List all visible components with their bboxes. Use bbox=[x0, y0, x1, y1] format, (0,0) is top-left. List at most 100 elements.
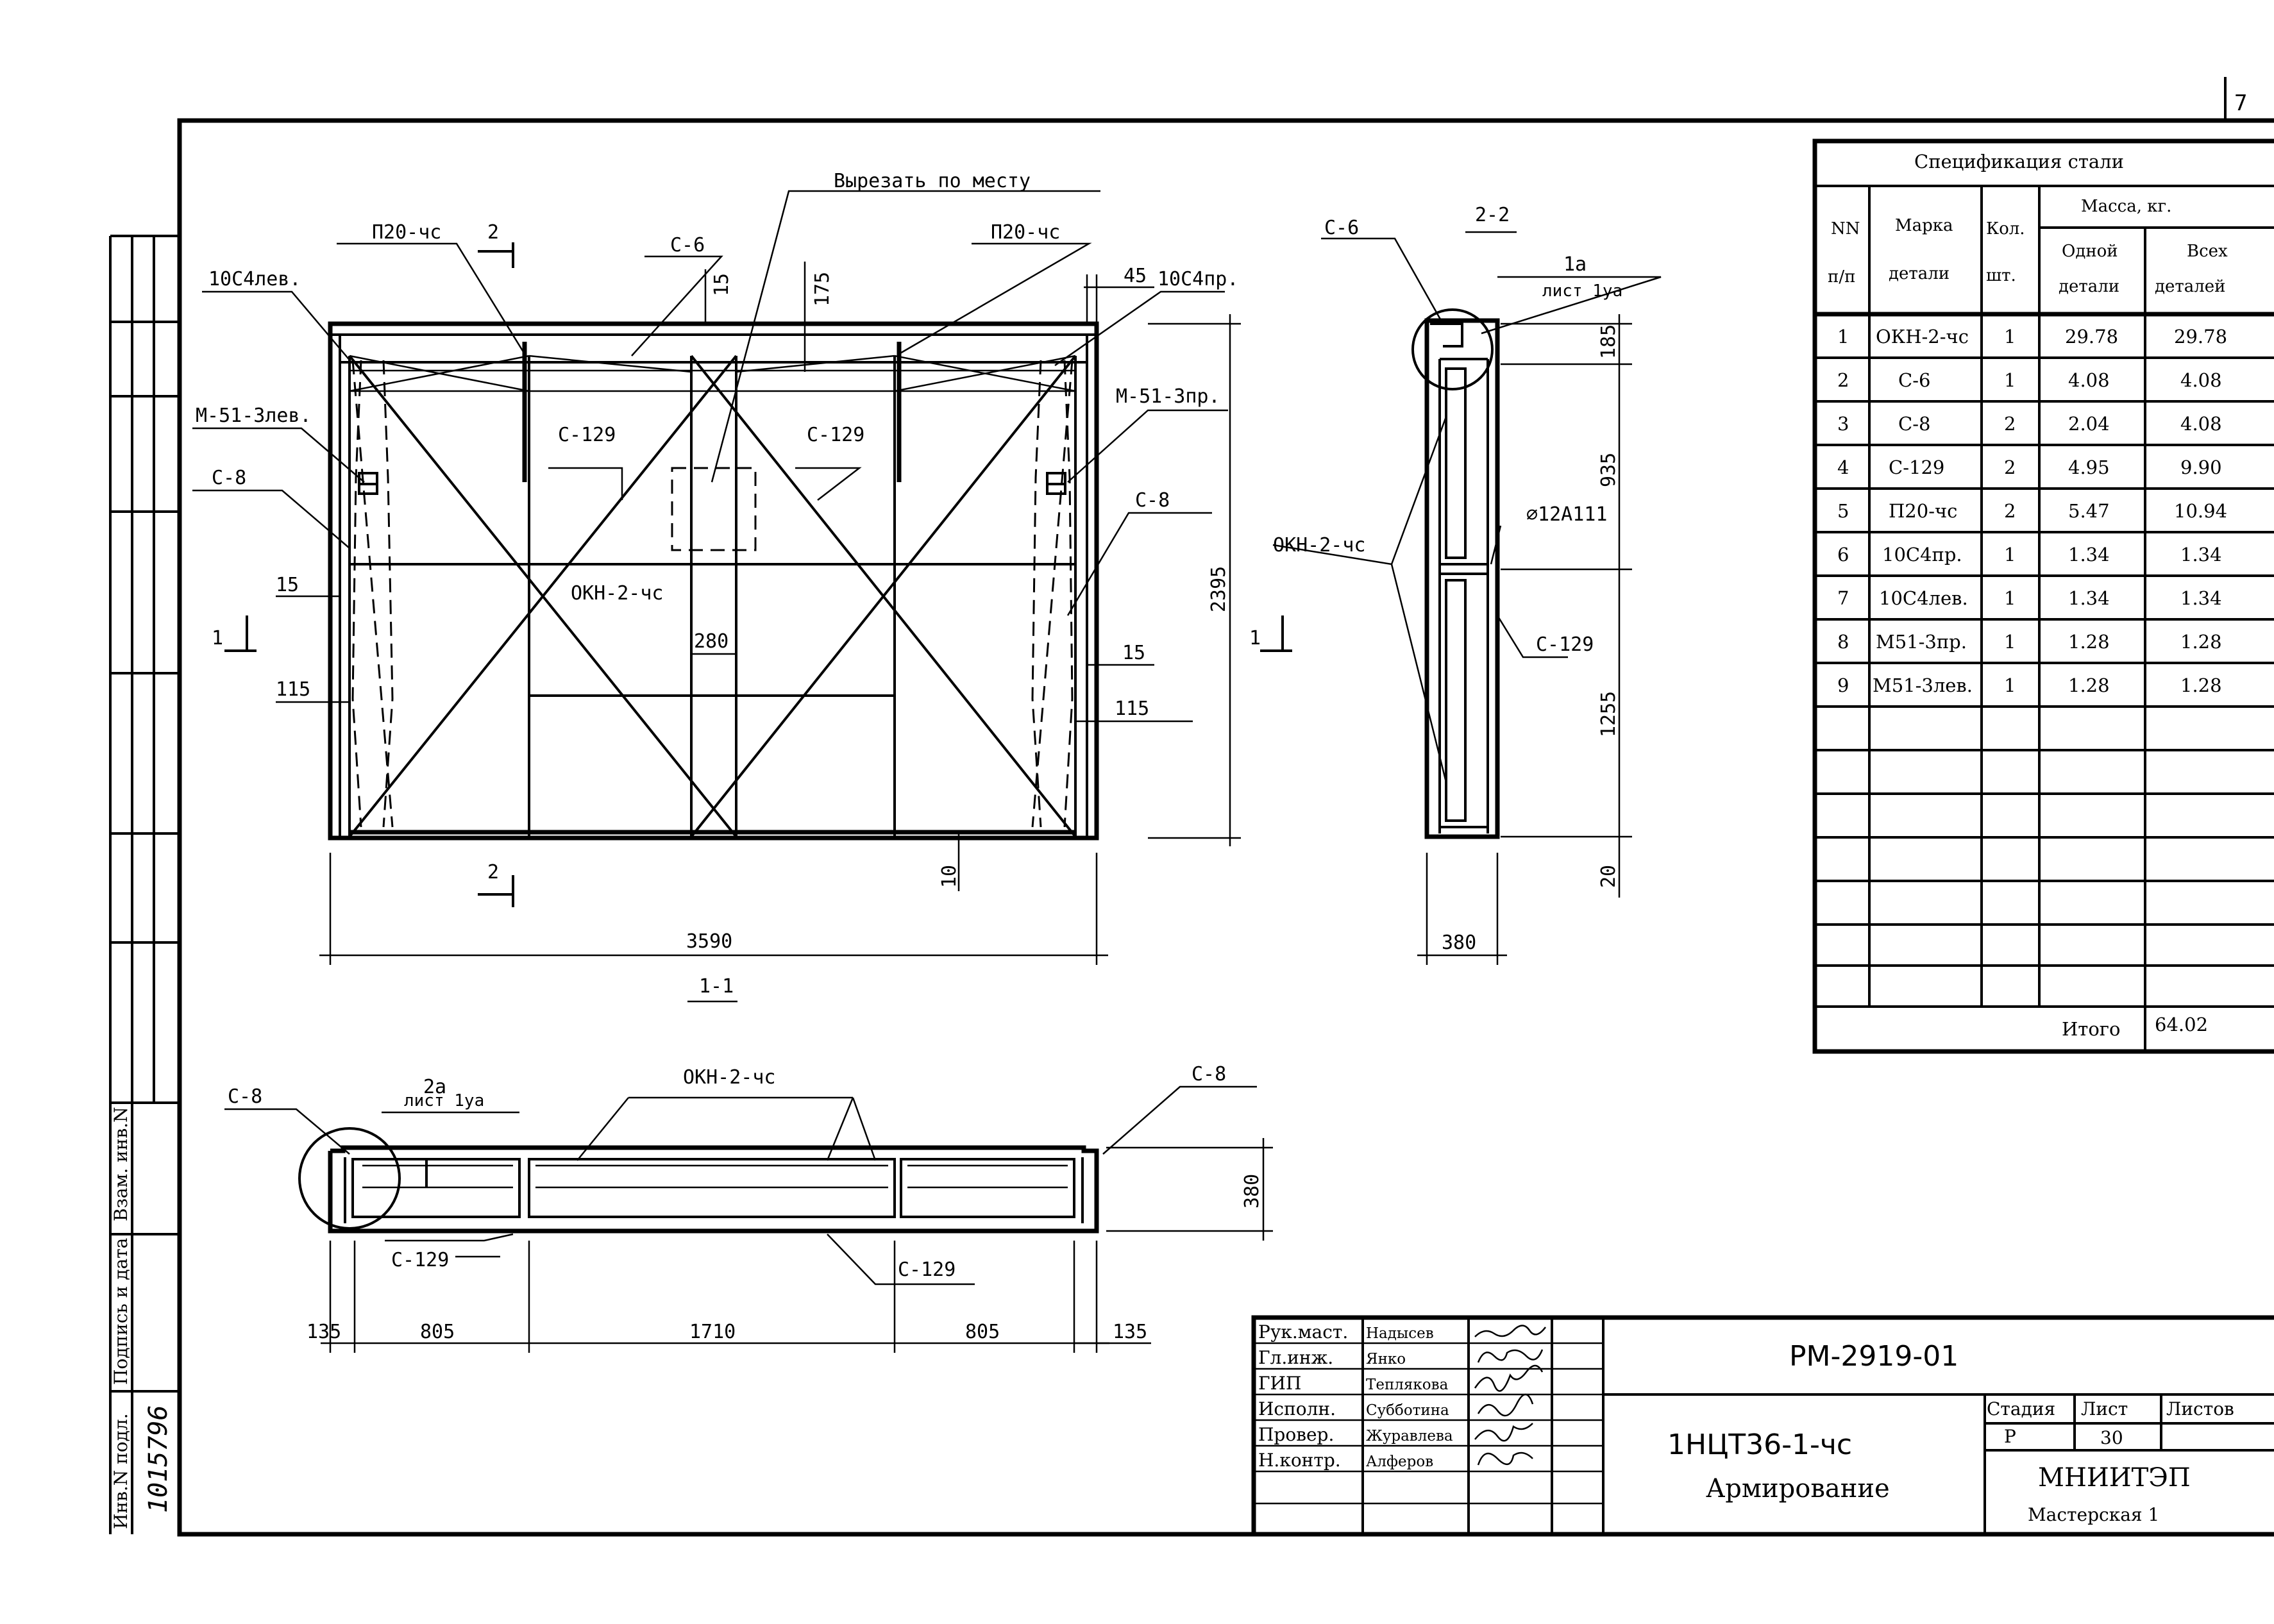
spec-cell: 1.28 bbox=[2068, 631, 2110, 653]
tb-stage: Р bbox=[2004, 1426, 2016, 1447]
spec-cell: 4.95 bbox=[2068, 456, 2110, 478]
spec-h-qty1: Кол. bbox=[1986, 219, 2025, 239]
s22-node-label: 1а bbox=[1563, 253, 1587, 276]
s11-dim-805-right: 805 bbox=[965, 1321, 1000, 1343]
label-cut-note: Вырезать по месту bbox=[834, 170, 1031, 192]
spec-h-one2: детали bbox=[2059, 277, 2119, 296]
s11-node-sheet: лист 1уа bbox=[404, 1091, 484, 1110]
label-10c4-right: 10С4пр. bbox=[1158, 268, 1238, 290]
tb-role-4: Провер. bbox=[1258, 1424, 1334, 1445]
spec-cell: 1 bbox=[2004, 631, 2016, 653]
dim-15-right: 15 bbox=[1122, 642, 1145, 664]
label-m51-right: М-51-3пр. bbox=[1116, 385, 1220, 408]
spec-h-one1: Одной bbox=[2062, 242, 2118, 261]
spec-row: 3 С-8 2 2.04 4.08 bbox=[1837, 413, 2222, 435]
spec-cell: 10С4лев. bbox=[1879, 587, 1968, 609]
stamp-vzam-label: Взам. инв.N bbox=[110, 1107, 131, 1221]
spec-cell: 1 bbox=[2004, 587, 2016, 609]
spec-cell: 6 bbox=[1837, 544, 1849, 565]
steel-spec-table: Спецификация стали NN п/п Марка детали К… bbox=[1812, 138, 2274, 1054]
spec-h-all2: деталей bbox=[2155, 277, 2226, 296]
stamp-inv-number: 1015796 bbox=[144, 1405, 173, 1513]
spec-row: 6 10С4пр. 1 1.34 1.34 bbox=[1837, 544, 2222, 565]
spec-title: Спецификация стали bbox=[1914, 151, 2124, 172]
spec-cell: 1 bbox=[2004, 326, 2016, 347]
s22-dim-185: 185 bbox=[1597, 324, 1620, 359]
elevation-dimensions: 15 175 45 15 115 15 115 280 10 2395 bbox=[276, 262, 1241, 965]
dim-15-top: 15 bbox=[711, 273, 733, 296]
elevation-leaders bbox=[192, 190, 1228, 616]
tb-name-3: Субботина bbox=[1366, 1402, 1449, 1419]
tb-product: 1НЦТ36-1-чс bbox=[1667, 1428, 1852, 1461]
spec-cell: 1.34 bbox=[2180, 544, 2222, 565]
tb-role-0: Рук.маст. bbox=[1258, 1321, 1348, 1343]
spec-cell: 2 bbox=[2004, 456, 2016, 478]
dim-15-left: 15 bbox=[276, 574, 299, 596]
spec-cell: 2.04 bbox=[2068, 413, 2110, 435]
spec-cell: С-129 bbox=[1889, 456, 1944, 478]
spec-cell: 1.28 bbox=[2068, 674, 2110, 696]
s22-dim-20: 20 bbox=[1597, 865, 1620, 888]
label-s129-left: С-129 bbox=[558, 424, 616, 446]
stamp-inv-label: Инв.N подл. bbox=[110, 1413, 131, 1529]
spec-cell: 1.28 bbox=[2180, 674, 2222, 696]
spec-cell: 4.08 bbox=[2180, 369, 2222, 391]
s22-rebar: ⌀12А111 bbox=[1526, 503, 1607, 526]
spec-cell: 4.08 bbox=[2180, 413, 2222, 435]
side-stamp: Взам. инв.N Подпись и дата Инв.N подл. 1… bbox=[109, 235, 180, 1534]
tb-role-2: ГИП bbox=[1258, 1373, 1301, 1394]
spec-h-mark2: детали bbox=[1889, 264, 1950, 283]
dim-45: 45 bbox=[1124, 265, 1147, 287]
dim-115-right: 115 bbox=[1115, 698, 1149, 720]
section-1-1: 1-1 С-8 С-8 2а лист 1уа ОКН-2-чс С-129 bbox=[224, 975, 1273, 1353]
s11-dim-805-left: 805 bbox=[420, 1321, 455, 1343]
spec-cell: 2 bbox=[2004, 413, 2016, 435]
label-okn: ОКН-2-чс bbox=[571, 582, 664, 605]
spec-cell: 29.78 bbox=[2174, 326, 2227, 347]
label-s8-right: С-8 bbox=[1135, 489, 1170, 512]
dim-10: 10 bbox=[938, 865, 961, 888]
spec-cell: 1 bbox=[1837, 326, 1849, 347]
spec-row-lines bbox=[1815, 356, 2274, 967]
signatures bbox=[1474, 1325, 1546, 1466]
drawing-frame: 7 bbox=[177, 77, 2274, 1537]
spec-cell: 10.94 bbox=[2174, 500, 2227, 522]
cut-mark-2-top: 2 bbox=[487, 221, 499, 244]
dim-280: 280 bbox=[694, 630, 729, 653]
tb-product-desc: Армирование bbox=[1706, 1474, 1890, 1503]
spec-cell: 1.34 bbox=[2068, 544, 2110, 565]
label-p20-left: П20-чс bbox=[372, 221, 441, 244]
spec-h-nn2: п/п bbox=[1828, 267, 1855, 287]
spec-h-mark1: Марка bbox=[1895, 216, 1953, 235]
section-2-2-title: 2-2 bbox=[1475, 204, 1510, 226]
s22-s129: С-129 bbox=[1536, 633, 1594, 656]
spec-cell: 4.08 bbox=[2068, 369, 2110, 391]
tb-role-5: Н.контр. bbox=[1258, 1450, 1341, 1471]
s11-dim-135-left: 135 bbox=[307, 1321, 341, 1343]
section-1-1-title: 1-1 bbox=[699, 975, 734, 998]
s22-dim-935: 935 bbox=[1597, 453, 1620, 487]
spec-cell: М51-3лев. bbox=[1873, 674, 1973, 696]
spec-cell: П20-чс bbox=[1889, 500, 1957, 522]
sheet-corner-number: 7 bbox=[2234, 90, 2247, 116]
spec-h-all1: Всех bbox=[2187, 242, 2228, 261]
cut-mark-1-right: 1 bbox=[1249, 627, 1261, 649]
spec-cell: 1 bbox=[2004, 544, 2016, 565]
tb-name-1: Янко bbox=[1366, 1351, 1406, 1368]
spec-cell: 5.47 bbox=[2068, 500, 2110, 522]
s22-dim-1255: 1255 bbox=[1597, 691, 1620, 737]
label-10c4-left: 10С4лев. bbox=[208, 268, 301, 290]
spec-cell: 9.90 bbox=[2180, 456, 2222, 478]
spec-cell: 9 bbox=[1837, 674, 1849, 696]
s11-label-s8-right: С-8 bbox=[1192, 1063, 1226, 1085]
spec-cell: 3 bbox=[1837, 413, 1849, 435]
dim-175: 175 bbox=[811, 272, 834, 306]
tb-workshop: Мастерская 1 bbox=[2028, 1504, 2159, 1525]
s22-dim-380: 380 bbox=[1442, 932, 1476, 954]
dim-2395: 2395 bbox=[1208, 566, 1230, 612]
s11-label-s8-left: С-8 bbox=[228, 1085, 262, 1108]
spec-h-qty2: шт. bbox=[1986, 266, 2016, 285]
tb-role-1: Гл.инж. bbox=[1258, 1347, 1333, 1368]
spec-cell: 1.28 bbox=[2180, 631, 2222, 653]
